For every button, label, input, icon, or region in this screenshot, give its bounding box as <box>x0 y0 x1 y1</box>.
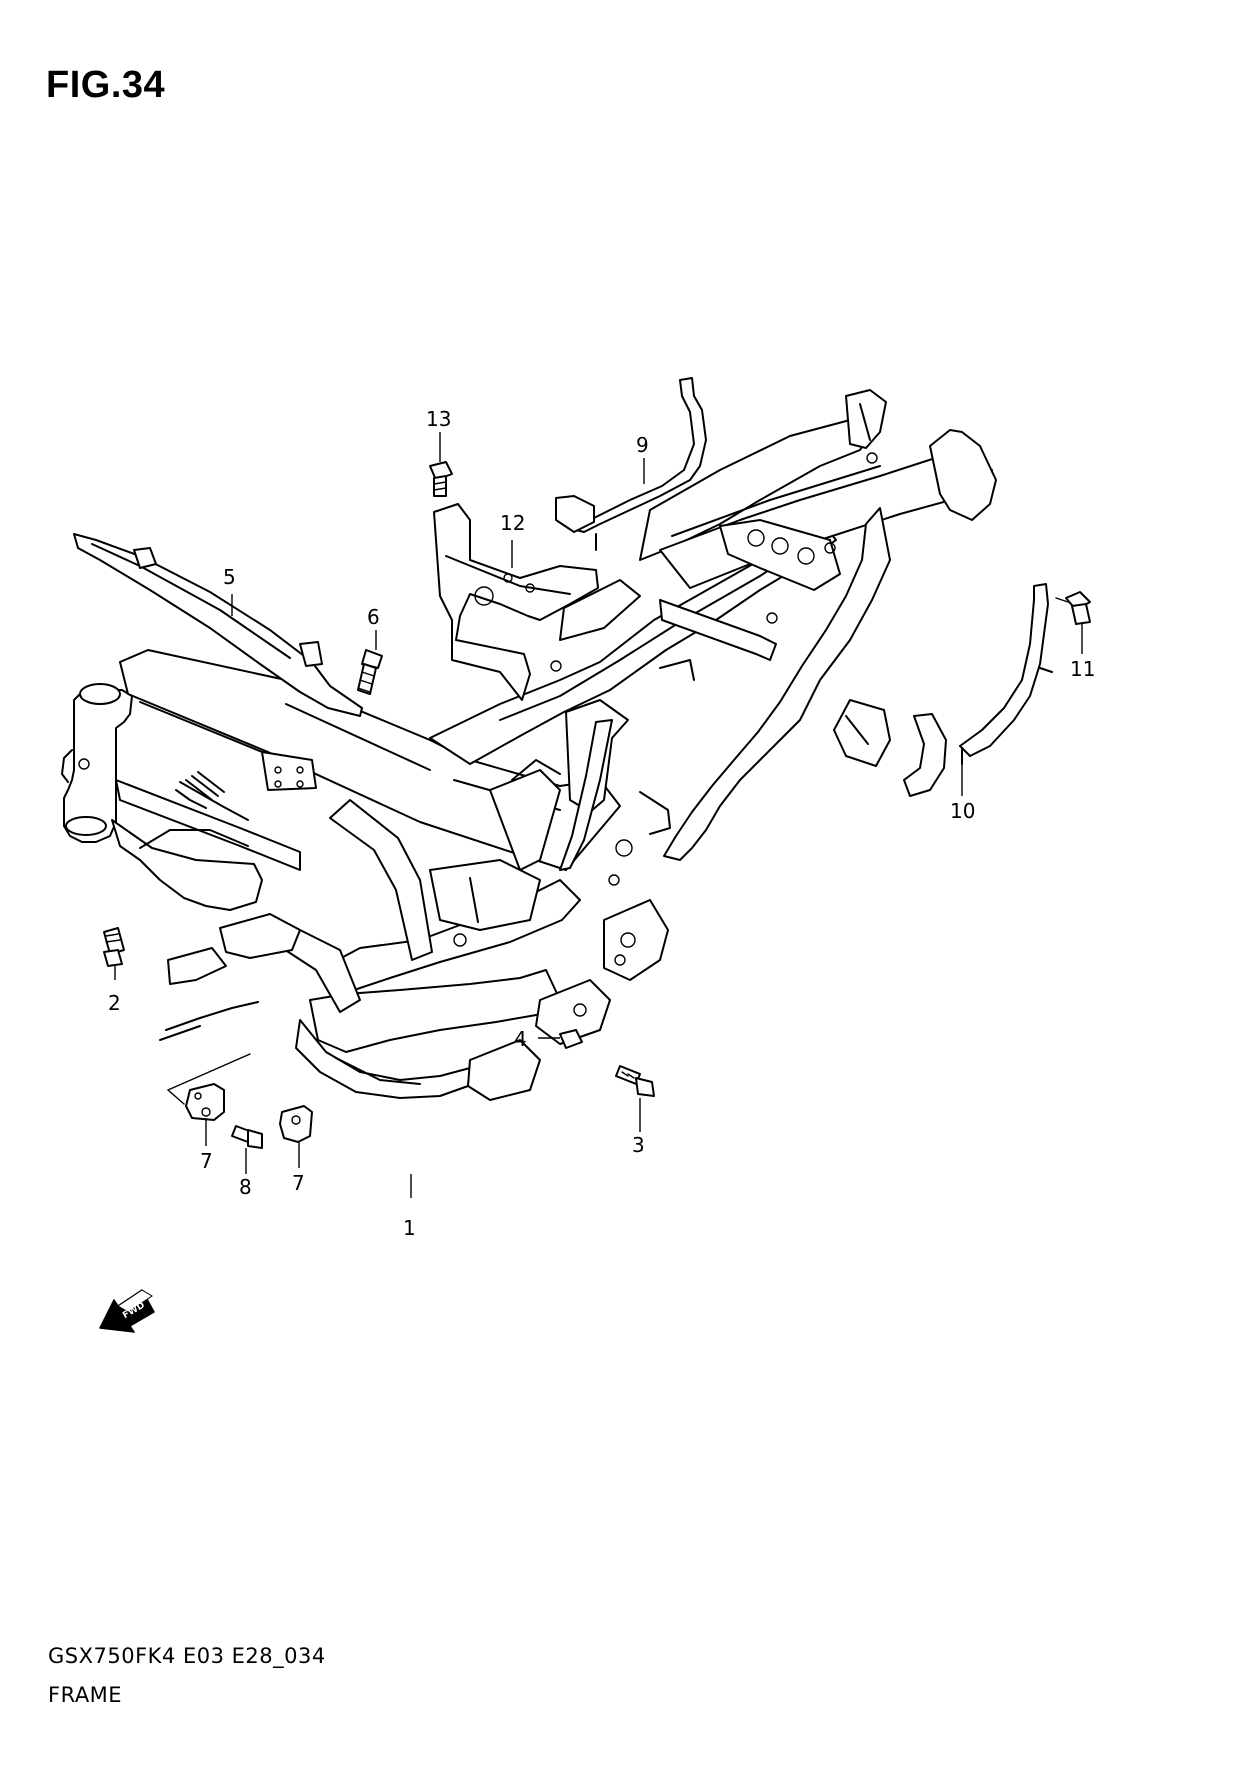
side-bracket-10-part <box>903 583 1053 797</box>
callout-11: 11 <box>1070 657 1095 681</box>
section-name: FRAME <box>48 1683 123 1707</box>
callout-12: 12 <box>500 511 525 535</box>
figure-title: FIG.34 <box>46 64 166 106</box>
plate-7b-part <box>279 1105 313 1143</box>
callout-10: 10 <box>950 799 975 823</box>
callout-3: 3 <box>632 1133 645 1157</box>
plate-7a-part <box>185 1083 225 1121</box>
callout-6: 6 <box>367 605 380 629</box>
callout-7a: 7 <box>200 1149 213 1173</box>
bolt-6-part <box>357 649 383 695</box>
bolt-8-part <box>231 1125 263 1149</box>
battery-holder-part <box>433 503 599 701</box>
bolt-13-part <box>429 461 453 497</box>
seat-bracket-9-part <box>555 377 707 551</box>
alignment-line <box>167 1089 185 1105</box>
callout-5: 5 <box>223 565 236 589</box>
callout-1: 1 <box>403 1216 416 1240</box>
bolt-11-part <box>1055 591 1091 625</box>
model-code: GSX750FK4 E03 E28_034 <box>48 1644 326 1668</box>
callout-7b: 7 <box>292 1171 305 1195</box>
front-brace-part <box>73 533 363 717</box>
leader-lines <box>114 432 1083 1198</box>
callout-2: 2 <box>108 991 121 1015</box>
callout-4: 4 <box>514 1027 527 1051</box>
nut-4-part <box>559 1029 583 1049</box>
alignment-line <box>167 1053 251 1091</box>
callout-9: 9 <box>636 433 649 457</box>
callout-8: 8 <box>239 1175 252 1199</box>
callout-13: 13 <box>426 407 451 431</box>
forward-arrow-icon: FWD <box>99 1289 155 1333</box>
frame-part <box>61 389 997 1101</box>
bolt-3-part <box>615 1065 655 1097</box>
bolt-2-part <box>103 927 125 967</box>
